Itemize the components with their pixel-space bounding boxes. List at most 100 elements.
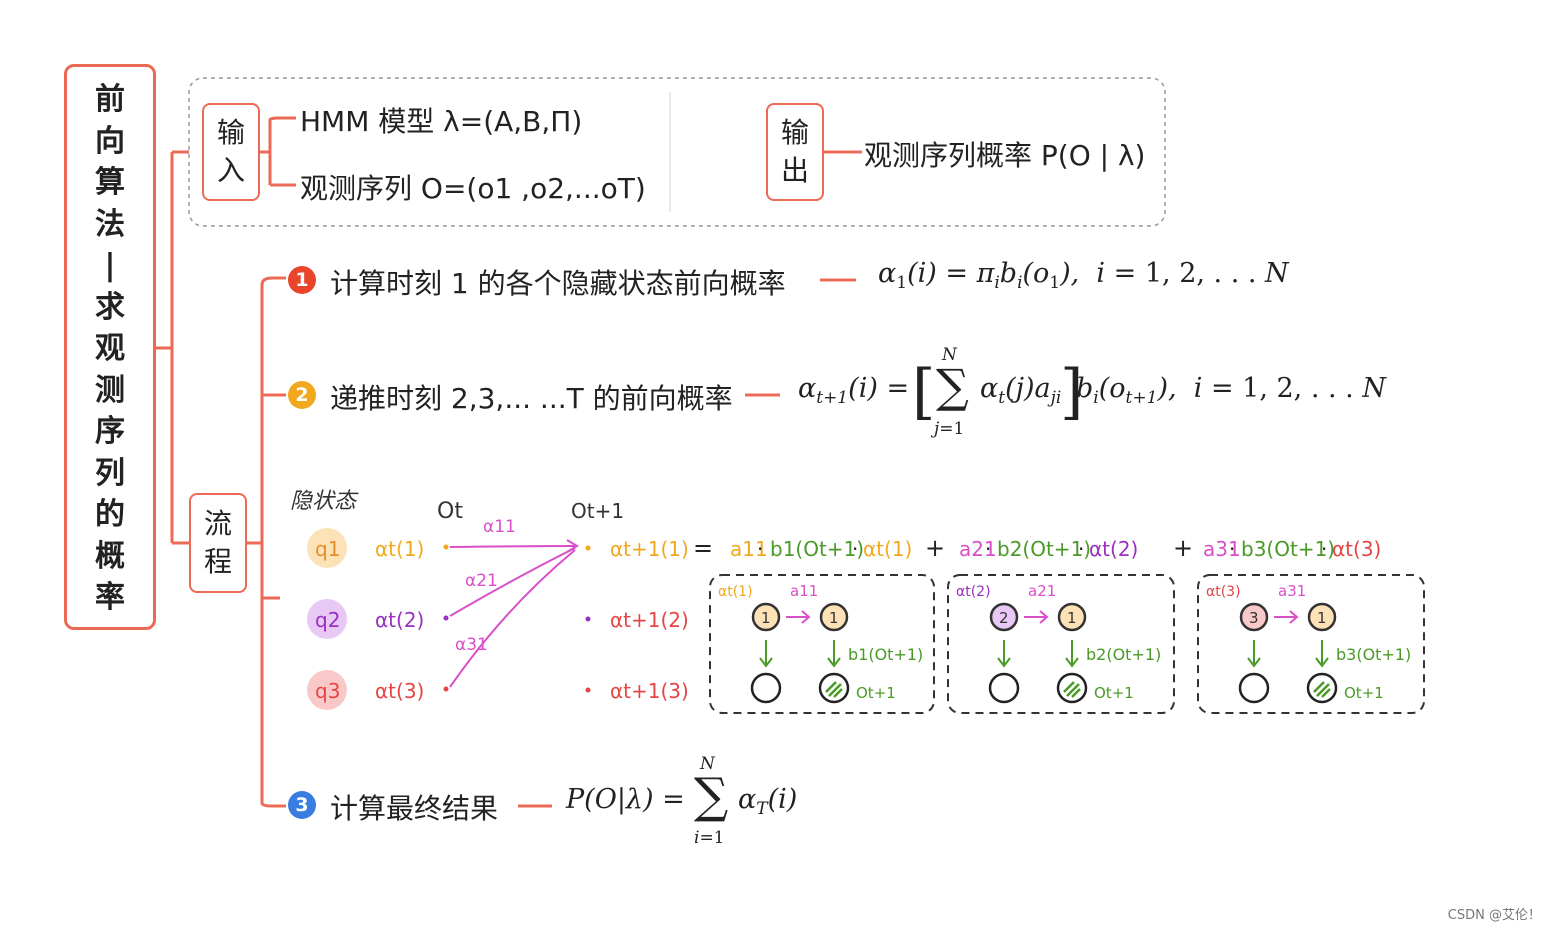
root-title-char: 序 <box>67 411 153 453</box>
box-3-source-label: 3 <box>1249 609 1259 627</box>
box-2-a: a21 <box>1028 582 1056 600</box>
step-3-formula: P(O|λ) = N ∑ i=1 αT(i) <box>566 752 816 852</box>
box-3-down-arrow-right <box>1316 640 1328 666</box>
box-1-filled-obs <box>820 674 848 702</box>
box-2-target-label: 1 <box>1067 609 1077 627</box>
input-item-model: HMM 模型 λ=(A,B,Π) <box>300 100 582 140</box>
step-3-number: 3 <box>295 794 308 816</box>
box-1-down-arrow-right <box>828 640 840 666</box>
svg-text:·: · <box>1321 537 1327 561</box>
box-2-obs-label: Ot+1 <box>1094 684 1134 702</box>
root-title-char: 求 <box>67 287 153 329</box>
term-1-b: b1(Ot+1) <box>770 537 864 561</box>
box-3-emission: b3(Ot+1) <box>1336 645 1411 664</box>
root-title-char: 前 <box>67 79 153 121</box>
plus-2: + <box>1173 534 1193 562</box>
input-node[interactable]: 输 入 <box>202 103 260 201</box>
box-3-alpha: αt(3) <box>1206 584 1241 600</box>
root-title-char: 向 <box>67 121 153 163</box>
root-title-char: 测 <box>67 370 153 412</box>
box-2-filled-obs <box>1058 674 1086 702</box>
root-title-char: | <box>67 245 153 287</box>
state-q2: q2 <box>315 608 340 632</box>
alpha-t1-3: αt+1(3) <box>610 679 689 703</box>
forward-illustration: 隐状态 Ot Ot+1 q1 q2 q3 αt(1) αt(2) αt(3) α… <box>285 478 1435 718</box>
term-1: a11 · b1(Ot+1) · αt(1) <box>730 537 912 561</box>
box-1-alpha: αt(1) <box>718 584 753 600</box>
hidden-state-header: 隐状态 <box>290 489 359 514</box>
box-3-empty-obs <box>1240 674 1268 702</box>
step-2-number: 2 <box>295 384 308 406</box>
box-2-down-arrow-left <box>998 640 1010 666</box>
root-title: 前向算法|求观测序列的概率 <box>67 79 153 619</box>
root-title-char: 的 <box>67 494 153 536</box>
root-node[interactable]: 前向算法|求观测序列的概率 <box>64 64 156 630</box>
root-title-char: 法 <box>67 204 153 246</box>
alpha-t1-2: αt+1(2) <box>610 608 689 632</box>
step-3-badge: 3 <box>288 791 316 819</box>
output-node[interactable]: 输 出 <box>766 103 824 201</box>
box-2-down-arrow-right <box>1066 640 1078 666</box>
edge-a11: α11 <box>483 517 516 537</box>
root-title-char: 列 <box>67 453 153 495</box>
svg-text:·: · <box>985 537 991 561</box>
output-label: 输 出 <box>781 114 809 190</box>
root-title-char: 观 <box>67 328 153 370</box>
term-3: a31 · b3(Ot+1) · αt(3) <box>1203 537 1381 561</box>
term-1-alpha: αt(1) <box>863 537 912 561</box>
box-2-emission: b2(Ot+1) <box>1086 645 1161 664</box>
box-2-transition-arrow <box>1024 611 1047 623</box>
box-1-emission: b1(Ot+1) <box>848 645 923 664</box>
input-label: 输 入 <box>217 114 245 190</box>
box-2-source-label: 2 <box>999 609 1009 627</box>
svg-text:·: · <box>757 537 763 561</box>
svg-text:·: · <box>1078 537 1084 561</box>
box-3-target-label: 1 <box>1317 609 1327 627</box>
root-title-char: 概 <box>67 536 153 578</box>
edge-a31: α31 <box>455 635 488 655</box>
box-3-filled-obs <box>1308 674 1336 702</box>
process-label: 流 程 <box>204 505 232 581</box>
box-3-down-arrow-left <box>1248 640 1260 666</box>
svg-text:·: · <box>852 537 858 561</box>
step-2-text: 递推时刻 2,3,... ...T 的前向概率 <box>330 377 733 417</box>
watermark: CSDN @艾伦！ <box>1448 904 1541 923</box>
term-2-alpha: αt(2) <box>1089 537 1138 561</box>
edge-a21: α21 <box>465 571 498 591</box>
step-2-badge: 2 <box>288 381 316 409</box>
step-1-text: 计算时刻 1 的各个隐藏状态前向概率 <box>330 262 786 302</box>
alpha-t-2: αt(2) <box>375 608 424 632</box>
step-1-number: 1 <box>295 269 308 291</box>
box-1-down-arrow-left <box>760 640 772 666</box>
step-3-text: 计算最终结果 <box>330 787 498 827</box>
process-node[interactable]: 流 程 <box>189 493 247 593</box>
box-3-obs-label: Ot+1 <box>1344 684 1384 702</box>
state-q3: q3 <box>315 679 340 703</box>
term-3-alpha: αt(3) <box>1332 537 1381 561</box>
input-item-observation: 观测序列 O=(o1 ,o2,...oT) <box>300 167 646 207</box>
box-3-a: a31 <box>1278 582 1306 600</box>
alpha-t1-1: αt+1(1) <box>610 537 689 561</box>
ot-header: Ot <box>437 499 463 524</box>
box-2-alpha: αt(2) <box>956 584 991 600</box>
box-1-a: a11 <box>790 582 818 600</box>
alpha-t-3: αt(3) <box>375 679 424 703</box>
svg-text:·: · <box>1229 537 1235 561</box>
ot1-header: Ot+1 <box>571 499 624 523</box>
output-item: 观测序列概率 P(O | λ) <box>864 134 1145 174</box>
term-2-b: b2(Ot+1) <box>997 537 1091 561</box>
step-1-formula: α1(i) = πibi(o1), i = 1, 2, . . . N <box>878 258 1289 293</box>
state-q1: q1 <box>315 537 340 561</box>
root-title-char: 率 <box>67 577 153 619</box>
term-2: a21 · b2(Ot+1) · αt(2) <box>959 537 1138 561</box>
box-1-transition-arrow <box>786 611 809 623</box>
alpha-t-1: αt(1) <box>375 537 424 561</box>
box-3-transition-arrow <box>1274 611 1297 623</box>
box-2-empty-obs <box>990 674 1018 702</box>
box-1-source-label: 1 <box>761 609 771 627</box>
box-1-target-label: 1 <box>829 609 839 627</box>
box-1-obs-label: Ot+1 <box>856 684 896 702</box>
plus-1: + <box>925 534 945 562</box>
step-1-badge: 1 <box>288 266 316 294</box>
root-title-char: 算 <box>67 162 153 204</box>
